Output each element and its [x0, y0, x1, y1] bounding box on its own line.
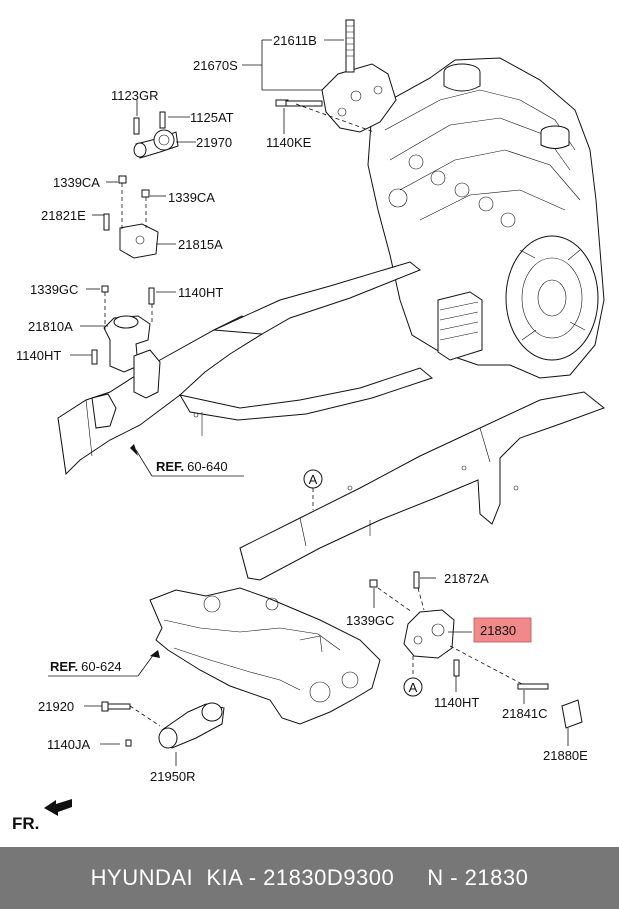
label-1140KE: 1140KE [266, 135, 312, 150]
label-21810A: 21810A [28, 319, 73, 334]
label-21880E: 21880E [543, 748, 588, 763]
subframe-member [239, 391, 606, 581]
connector-a-bottom-label: A [409, 680, 418, 695]
label-1140JA: 1140JA [47, 737, 90, 752]
ref-label-60-640: REF.60-640 [156, 459, 228, 474]
part-labels: 21611B 21670S 1140KE 1123GR 1125AT 21970… [16, 33, 588, 784]
label-21920: 21920 [38, 699, 74, 714]
front-arrow-icon [44, 799, 72, 816]
label-1339CA-left: 1339CA [53, 175, 100, 190]
part-highlight-box [473, 617, 532, 643]
label-1339GC-bottom: 1339GC [346, 613, 394, 628]
label-21815A: 21815A [178, 237, 223, 252]
mount-21970 [133, 111, 179, 159]
mount-21810A [91, 285, 155, 373]
ref-prefix: REF. [156, 459, 184, 474]
front-side-member [57, 261, 434, 476]
label-21670S: 21670S [193, 58, 238, 73]
label-1339GC-top: 1339GC [30, 282, 78, 297]
ref-number: 60-624 [81, 659, 121, 674]
ref-number: 60-640 [187, 459, 227, 474]
label-21830: 21830 [480, 623, 516, 638]
label-21821E: 21821E [41, 208, 86, 223]
svg-text:REF.60-624: REF.60-624 [50, 659, 122, 674]
part-number-footer: HYUNDAI KIA - 21830D9300 N - 21830 [0, 847, 619, 909]
label-1125AT: 1125AT [190, 110, 234, 125]
label-21841C: 21841C [502, 706, 548, 721]
label-1339CA-right: 1339CA [168, 190, 215, 205]
transmission-mount-21830 [369, 571, 583, 729]
label-1140HT-bottom: 1140HT [434, 695, 479, 710]
connector-a-bottom [403, 677, 423, 697]
front-direction-indicator: FR. [12, 799, 72, 833]
ref-prefix: REF. [50, 659, 78, 674]
front-direction-label: FR. [12, 814, 39, 833]
bracket-21815A [103, 175, 159, 259]
footer-part-number-text: HYUNDAI KIA - 21830D9300 N - 21830 [90, 865, 529, 890]
label-1140HT-top: 1140HT [178, 285, 223, 300]
parts-diagram: A [12, 19, 606, 833]
label-21872A: 21872A [444, 571, 489, 586]
label-1123GR: 1123GR [111, 88, 158, 103]
label-1140HT-left: 1140HT [16, 348, 61, 363]
engine-assembly [275, 19, 605, 379]
label-21970: 21970 [196, 135, 232, 150]
ref-label-60-624: REF.60-624 [50, 659, 122, 674]
connector-a-label: A [309, 472, 318, 487]
svg-text:REF.60-640: REF.60-640 [156, 459, 228, 474]
lower-subframe [149, 587, 381, 725]
label-21611B: 21611B [273, 33, 317, 48]
label-21950R: 21950R [150, 769, 196, 784]
roll-rod-21950R [101, 701, 225, 749]
